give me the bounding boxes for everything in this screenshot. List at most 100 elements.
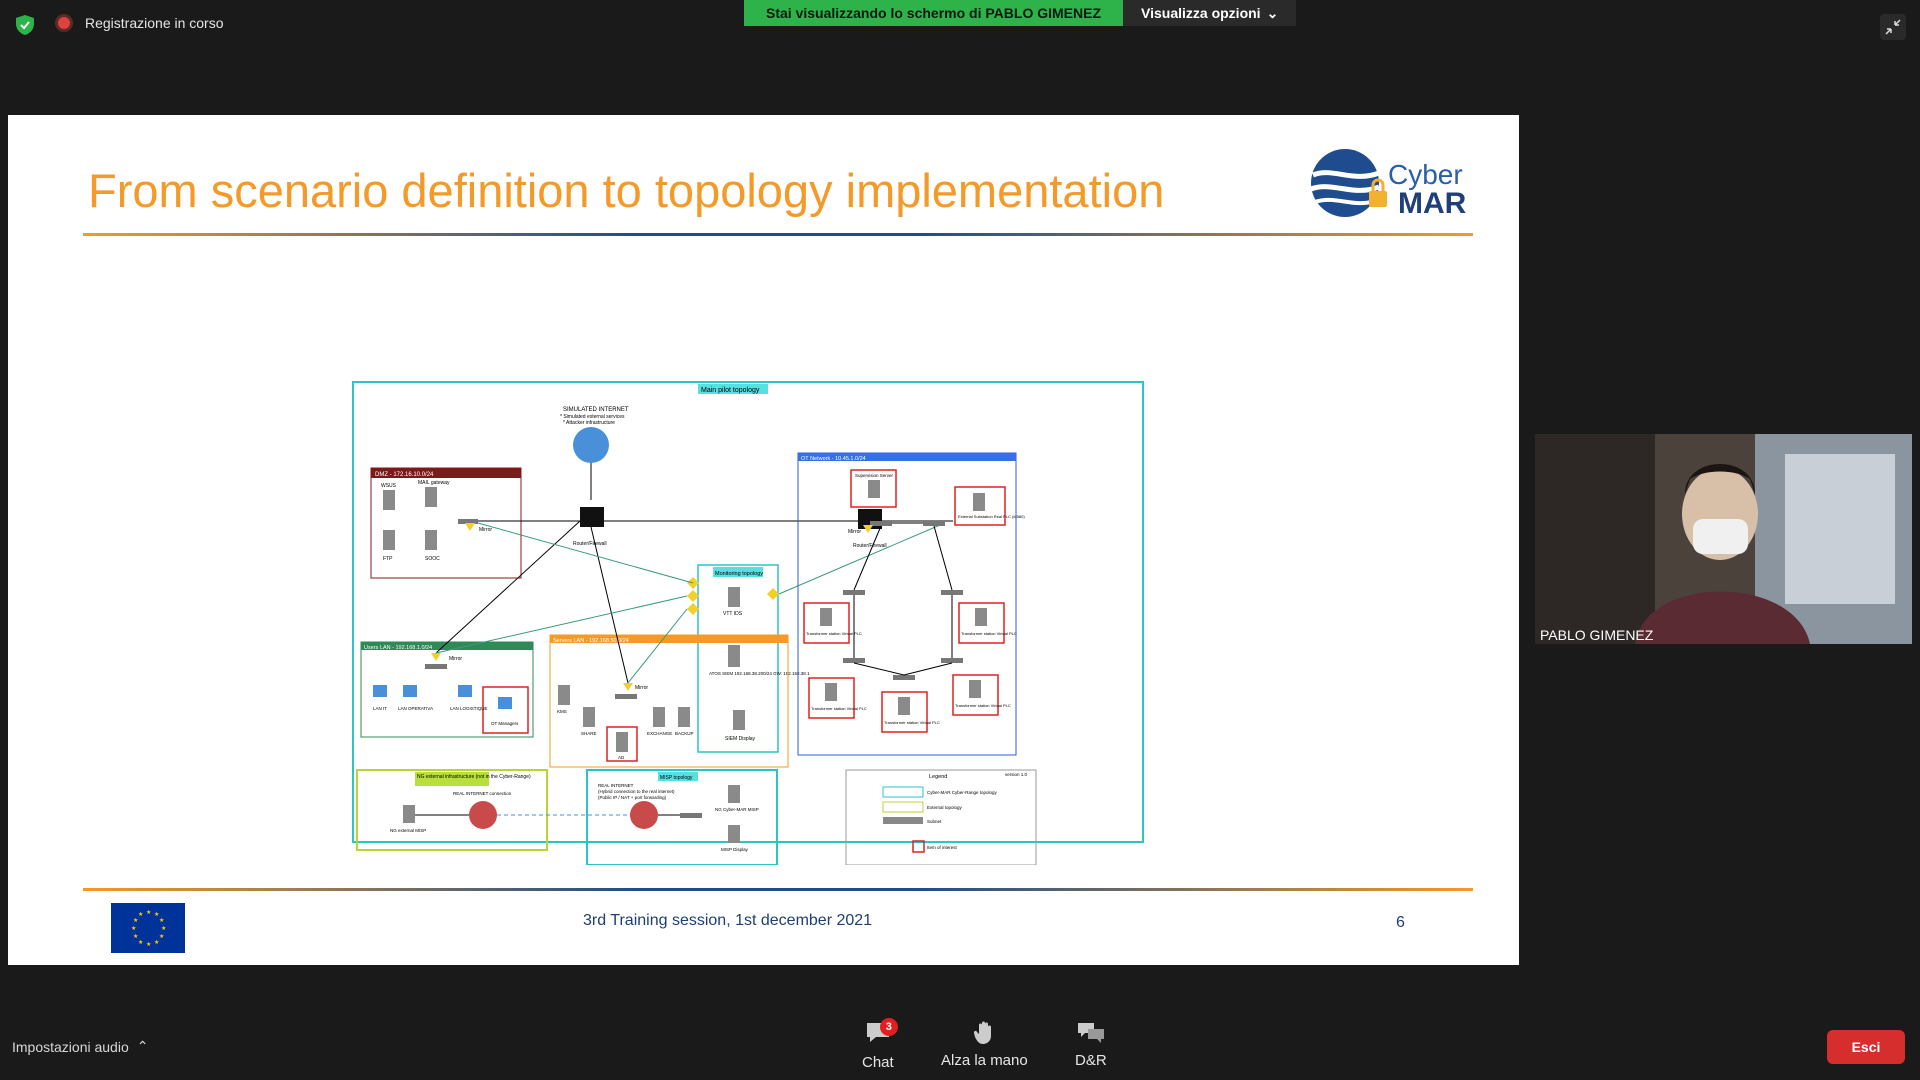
footer-rule <box>83 888 1473 891</box>
view-options-label: Visualizza opzioni <box>1141 5 1261 21</box>
internet-sub2: * Attacker infrastructure <box>563 420 615 426</box>
cybermar-logo <box>1310 149 1387 217</box>
chat-button[interactable]: 3 Chat <box>862 1018 898 1071</box>
ot-transformer-2: Transformer station Virtual PLC <box>961 631 1017 636</box>
top-bar: Registrazione in corso Stai visualizzand… <box>0 0 1920 50</box>
misp-title: MISP topology <box>660 775 693 781</box>
misp-node1: NG Cyber-MAR MISP <box>715 807 759 812</box>
servers-node-ad: AD <box>618 755 625 760</box>
legend-item-4: Item of interest <box>927 845 958 850</box>
ng-globe-icon <box>469 801 497 829</box>
misp-globe-icon <box>630 801 658 829</box>
svg-text:★: ★ <box>159 917 164 924</box>
ot-transformer-4: Transformer station Virtual PLC <box>884 720 940 725</box>
ot-managers-highlight <box>482 686 529 734</box>
slide-footer: 3rd Training session, 1st december 2021 <box>583 912 873 929</box>
recording-label: Registrazione in corso <box>85 15 224 31</box>
misp-line1: REAL INTERNET <box>598 783 634 788</box>
servers-node-exchange: EXCHANGE <box>647 731 672 736</box>
servers-node-share: SHARE <box>581 731 597 736</box>
legend-item-2: External topology <box>927 805 963 810</box>
svg-text:★: ★ <box>133 917 138 924</box>
svg-text:★: ★ <box>138 939 143 946</box>
participant-video[interactable] <box>1535 434 1912 644</box>
ot-external: External Substation Real PLC (M580) <box>958 514 1025 519</box>
users-mirror-label: Mirror <box>449 656 462 662</box>
legend-title: Legend <box>929 774 947 780</box>
misp-line3: (Public IP / NAT + port forwarding) <box>598 795 667 800</box>
monitoring-siem: ATOS SIEM 192.168.38.200/24 GW: 192.168.… <box>709 671 810 676</box>
ng-external-box <box>356 769 548 851</box>
users-mirror-icon <box>431 653 441 661</box>
slide-title: From scenario definition to topology imp… <box>88 164 1165 217</box>
shared-slide: From scenario definition to topology imp… <box>8 115 1519 965</box>
qa-button[interactable]: D&R <box>1075 1020 1107 1069</box>
ot-network-title: OT Network - 10.45.1.0/24 <box>801 456 866 462</box>
slide-page-number: 6 <box>1396 914 1405 931</box>
qa-label: D&R <box>1075 1052 1107 1069</box>
svg-text:★: ★ <box>161 925 166 932</box>
recording-icon <box>55 14 73 32</box>
collapse-icon <box>1885 19 1901 35</box>
dmz-switch-icon <box>458 519 478 524</box>
logo-text-cyber: Cyber <box>1388 159 1463 190</box>
recording-indicator[interactable]: Registrazione in corso <box>55 14 224 32</box>
title-rule <box>83 233 1473 236</box>
chat-label: Chat <box>862 1054 894 1071</box>
chevron-down-icon: ⌄ <box>1266 4 1279 21</box>
dmz-mirror-label: Mirror <box>479 527 492 533</box>
servers-node-kms: KMS <box>557 709 567 714</box>
raise-hand-button[interactable]: Alza la mano <box>941 1020 1028 1069</box>
dmz-title: DMZ - 172.16.10.0/24 <box>375 472 434 478</box>
eu-flag-icon: ★★★★★★ ★★★★★★ <box>111 903 185 953</box>
minimize-view-button[interactable] <box>1880 14 1906 40</box>
audio-settings-button[interactable]: Impostazioni audio ⌃ <box>12 1038 148 1055</box>
router1-label: Router/Firewall <box>573 541 607 547</box>
ot-transformer-1: Transformer station Virtual PLC <box>806 631 862 636</box>
servers-lan-header <box>550 635 788 643</box>
servers-mirror-label: Mirror <box>635 685 648 691</box>
chat-icon: 3 <box>864 1018 898 1048</box>
dmz-header <box>371 468 521 478</box>
legend-item-3: Subnet <box>927 819 942 824</box>
monitoring-header <box>713 567 763 577</box>
ng-external-conn: REAL INTERNET connection <box>453 791 512 796</box>
misp-box <box>586 769 778 865</box>
qa-icon <box>1077 1023 1104 1043</box>
ot-transformer-5: Transformer station Virtual PLC <box>955 703 1011 708</box>
ot-mirror-label: Mirror <box>848 529 861 535</box>
misp-line2: (Hybrid connection to the real internet) <box>598 789 675 794</box>
audio-settings-label: Impostazioni audio <box>12 1038 129 1055</box>
exit-button[interactable]: Esci <box>1827 1030 1905 1064</box>
svg-text:★: ★ <box>138 911 143 918</box>
ot-supervision: Supervision Server <box>855 473 894 478</box>
svg-text:★: ★ <box>159 933 164 940</box>
svg-text:★: ★ <box>133 933 138 940</box>
legend-item-1: Cyber-MAR Cyber-Range topology <box>927 790 998 795</box>
users-switch-icon <box>425 664 447 669</box>
security-shield-icon[interactable] <box>14 14 36 36</box>
misp-node2: MISP Display <box>721 847 749 852</box>
chat-count-badge: 3 <box>879 1018 898 1036</box>
dmz-mirror-icon <box>465 523 475 531</box>
hand-icon <box>974 1021 992 1044</box>
monitoring-title: Monitoring topology <box>715 571 763 577</box>
network-topology-diagram: Main pilot topology SIMULATED INTERNET *… <box>352 381 1144 865</box>
sooc-server-icon <box>425 530 437 550</box>
ng-external-title: NG external infrastructure (not in the C… <box>417 774 531 780</box>
participant-video-frame <box>1535 434 1912 644</box>
siem-display-icon <box>733 710 745 730</box>
legend-version: version 1.0 <box>1005 772 1028 777</box>
servers-switch-icon <box>615 694 637 699</box>
svg-text:★: ★ <box>146 909 151 916</box>
share-banner: Stai visualizzando lo schermo di PABLO G… <box>744 0 1297 26</box>
share-banner-label: Stai visualizzando lo schermo di PABLO G… <box>744 0 1124 26</box>
servers-mirror-icon <box>623 683 633 691</box>
view-options-button[interactable]: Visualizza opzioni ⌄ <box>1123 0 1297 26</box>
users-node-it: LAN IT <box>373 706 387 711</box>
internet-sub1: * Simulated external services <box>560 414 625 420</box>
main-topology-header <box>698 384 768 394</box>
internet-globe-icon <box>573 427 609 463</box>
ad-highlight <box>606 726 638 762</box>
chevron-up-icon: ⌃ <box>136 1038 149 1054</box>
